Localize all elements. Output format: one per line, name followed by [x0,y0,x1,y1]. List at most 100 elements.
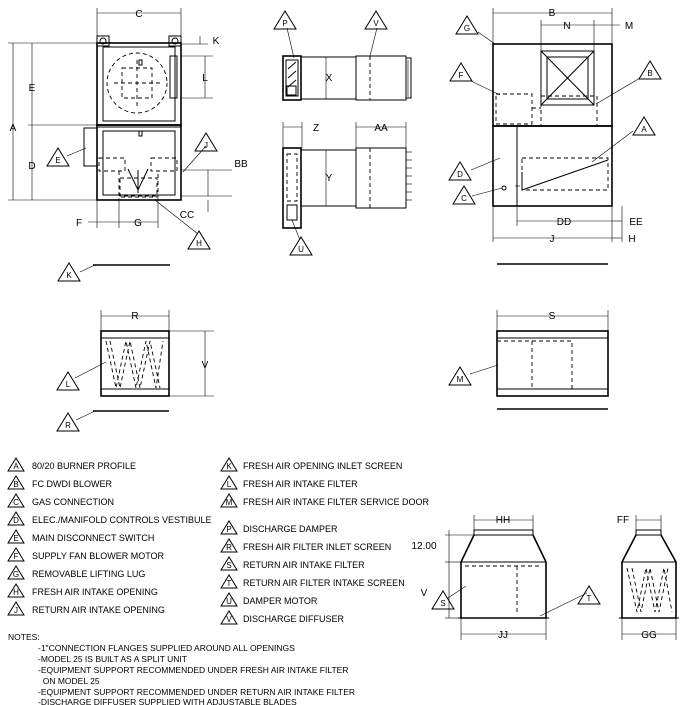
side-view: B N M DD EE J H [470,8,643,265]
label-text: V [226,615,232,624]
dim-g-label: G [134,218,142,229]
label-text: P [226,525,231,534]
label-text: FRESH AIR FILTER INLET SCREEN [243,542,391,552]
label-text: FC DWDI BLOWER [32,479,112,489]
legend-item: V DISCHARGE DIFFUSER [220,610,345,625]
dim-h-label: H [628,234,635,245]
dim-e-label: E [29,83,36,94]
label-text: M [457,375,464,384]
tag-l: L [56,371,80,391]
front-view: C A E D K L BB CC F G [8,8,248,273]
dim-b-label: B [549,8,556,19]
tag-a: A [632,116,656,136]
legend-item: A 80/20 BURNER PROFILE [7,457,136,472]
label-text: F [459,71,464,80]
tag-m: M [448,366,472,386]
label-text: F [14,552,19,561]
dim-aa-label: AA [374,123,388,134]
note-line: -DISCHARGE DIFFUSER SUPPLIED WITH ADJUST… [38,697,297,705]
label-text: B [647,69,652,78]
dim-bb-label: BB [234,159,248,170]
label-text: R [65,421,71,430]
label-text: H [196,239,202,248]
label-text: GAS CONNECTION [32,497,114,507]
tag-h: H [187,230,211,250]
tag-d: D [448,161,472,181]
label-text: T [227,579,232,588]
damper-view: X Z AA Y [282,27,412,241]
label-text: K [66,271,72,280]
legend-item: F SUPPLY FAN BLOWER MOTOR [7,547,165,562]
tag-b: B [638,60,662,80]
label-text: B [13,480,18,489]
tag-r: R [56,412,80,432]
note-line: ON MODEL 25 [38,676,100,686]
label-text: RETURN AIR INTAKE OPENING [32,605,165,615]
dim-d-label: D [28,161,35,172]
dim-l-label: L [202,73,208,84]
callout-tags: K E J H P V U G F B A D C L R M S T [46,10,662,610]
note-line: -1"CONNECTION FLANGES SUPPLIED AROUND AL… [38,643,295,653]
label-text: A [13,462,19,471]
discharge-hood-view: HH 12.00 V JJ FF GG [411,515,679,641]
notes: NOTES: -1"CONNECTION FLANGES SUPPLIED AR… [8,632,355,705]
dim-f-label: F [76,218,82,229]
note-line: -MODEL 25 IS BUILT AS A SPLIT UNIT [38,654,187,664]
label-text: L [227,480,232,489]
dim-ee-label: EE [629,217,643,228]
dim-k-label: K [213,36,220,47]
dim-r-label: R [131,311,138,322]
dim-v-label: V [202,360,209,371]
label-text: FRESH AIR INTAKE FILTER [243,479,358,489]
tag-f: F [449,62,473,82]
label-text: P [282,19,287,28]
dim-a-label: A [10,123,17,134]
label-text: DAMPER MOTOR [243,596,318,606]
dim-j-label: J [550,234,555,245]
label-text: SUPPLY FAN BLOWER MOTOR [32,551,165,561]
tag-g: G [455,15,479,35]
label-text: R [226,543,232,552]
label-text: D [457,170,463,179]
dim-gg-label: GG [641,630,657,641]
label-text: 80/20 BURNER PROFILE [32,461,136,471]
return-filter-view: S [469,310,609,410]
label-text: E [55,156,60,165]
label-text: DISCHARGE DIFFUSER [243,614,345,624]
tag-k: K [57,262,81,282]
label-text: G [464,24,470,33]
legend-item: T RETURN AIR FILTER INTAKE SCREEN [220,574,405,589]
label-text: DISCHARGE DAMPER [243,524,338,534]
label-text: ELEC./MANIFOLD CONTROLS VESTIBULE [32,515,212,525]
label-text: C [461,194,467,203]
label-text: H [13,588,19,597]
legend-item: S RETURN AIR INTAKE FILTER [220,556,365,571]
label-text: V [373,19,379,28]
height-value-label: 12.00 [411,541,436,552]
dim-ff-label: FF [617,515,629,526]
label-text: RETURN AIR FILTER INTAKE SCREEN [243,578,405,588]
tag-t: T [577,585,601,605]
dim-hh-label: HH [496,515,510,526]
label-text: RETURN AIR INTAKE FILTER [243,560,365,570]
notes-title: NOTES: [8,632,40,642]
label-text: T [587,594,592,603]
label-text: D [13,516,19,525]
fresh-air-filter-view: R V [74,310,214,421]
tag-u: U [289,236,313,256]
legend-item: L FRESH AIR INTAKE FILTER [220,475,358,490]
label-text: L [66,380,71,389]
dim-c-label: C [135,9,142,20]
label-text: FRESH AIR OPENING INLET SCREEN [243,461,402,471]
legend-right-bottom: P DISCHARGE DAMPER R FRESH AIR FILTER INLE… [220,520,405,625]
label-text: S [226,561,231,570]
label-text: REMOVABLE LIFTING LUG [32,569,145,579]
